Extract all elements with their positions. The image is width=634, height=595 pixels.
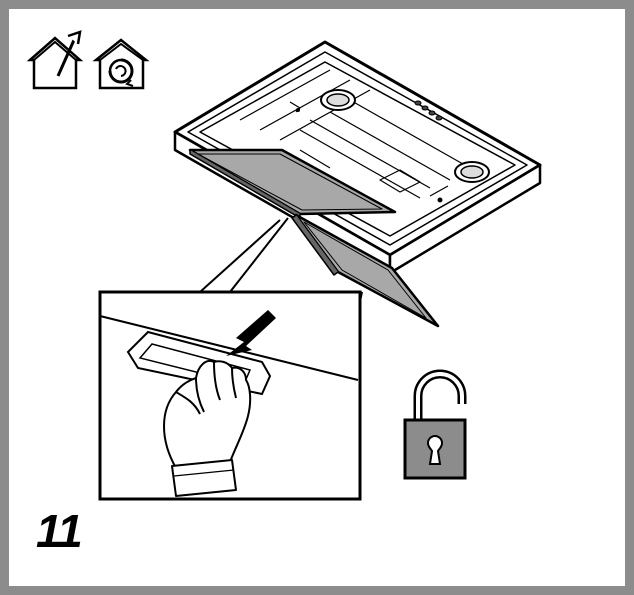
control-buttons (414, 100, 443, 121)
grease-filter-left (188, 148, 397, 219)
light-right (454, 161, 490, 183)
hand-icon (163, 360, 252, 497)
push-arrow-icon (226, 310, 276, 356)
detail-zoom-box (98, 290, 362, 501)
grease-filter-hinged (291, 213, 440, 328)
house-recirculation-icon (92, 38, 150, 90)
unlocked-padlock-icon (403, 369, 467, 480)
light-left (320, 89, 356, 111)
house-chimney-extraction-icon (26, 30, 84, 90)
step-number: 11 (36, 505, 83, 557)
